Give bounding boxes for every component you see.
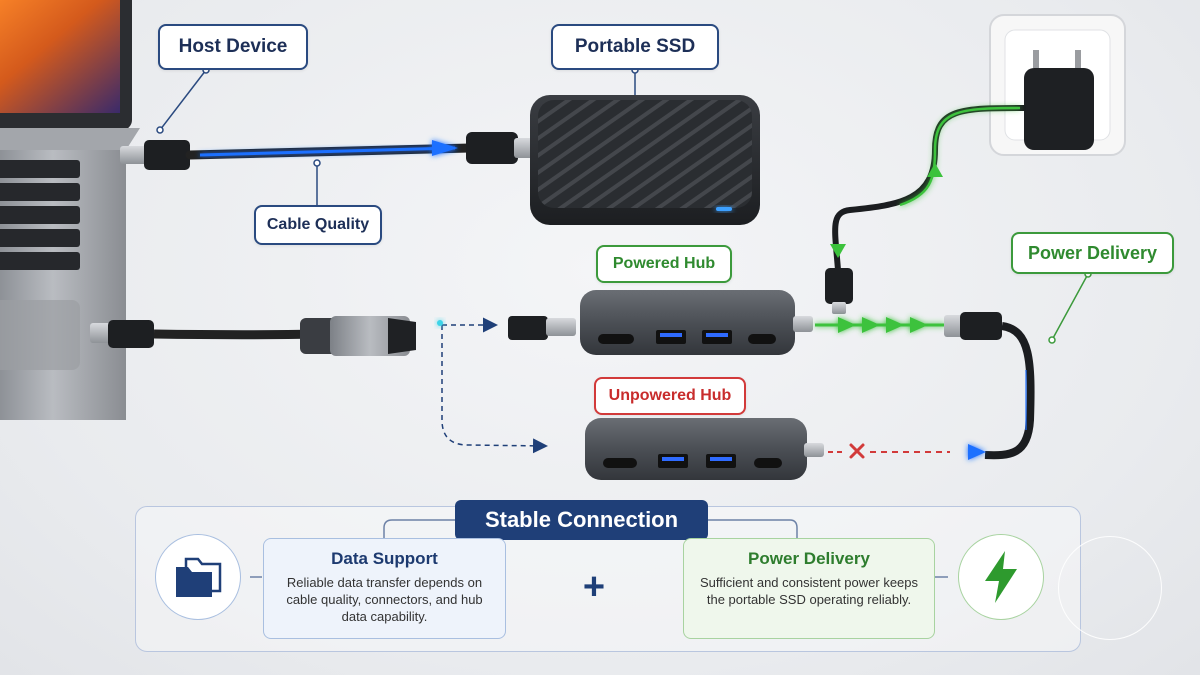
folder-icon — [176, 557, 222, 597]
laptop — [0, 0, 140, 420]
unpowered-hub — [585, 418, 824, 480]
power-cable — [825, 105, 1027, 314]
power-delivery-icon-circle — [958, 534, 1044, 620]
portable-ssd-label: Portable SSD — [551, 24, 719, 70]
ssd-return-cable — [944, 312, 1035, 460]
power-flow-arrows — [815, 317, 945, 333]
failed-connection — [828, 443, 986, 460]
dashed-data-paths — [441, 317, 548, 454]
keyboard — [0, 160, 80, 270]
data-cable-top — [120, 132, 536, 170]
power-delivery-label: Power Delivery — [1011, 232, 1174, 274]
data-cable-bottom — [90, 316, 416, 356]
ssd-status-led — [716, 207, 732, 211]
data-support-title: Data Support — [331, 549, 438, 568]
wall-outlet — [989, 14, 1126, 156]
watermark-circle — [1058, 536, 1162, 640]
unpowered-hub-label: Unpowered Hub — [594, 377, 746, 415]
label-leaders — [159, 69, 636, 205]
panel-connectors — [250, 519, 948, 578]
plus-sign: + — [582, 566, 606, 608]
power-delivery-card-title: Power Delivery — [748, 549, 870, 568]
data-support-card: Data Support Reliable data transfer depe… — [263, 538, 506, 639]
host-device-label: Host Device — [158, 24, 308, 70]
power-delivery-card-text: Sufficient and consistent power keeps th… — [700, 575, 919, 607]
cable-quality-label: Cable Quality — [254, 205, 382, 245]
powered-hub — [508, 290, 813, 355]
stable-connection-title: Stable Connection — [455, 500, 708, 540]
data-support-text: Reliable data transfer depends on cable … — [286, 575, 483, 624]
portable-ssd-device — [530, 95, 760, 225]
data-support-icon-circle — [155, 534, 241, 620]
failure-x-icon — [849, 443, 865, 459]
power-delivery-card: Power Delivery Sufficient and consistent… — [683, 538, 935, 639]
powered-hub-label: Powered Hub — [596, 245, 732, 283]
lightning-bolt-icon — [985, 551, 1017, 603]
power-delivery-leader — [1048, 270, 1092, 344]
